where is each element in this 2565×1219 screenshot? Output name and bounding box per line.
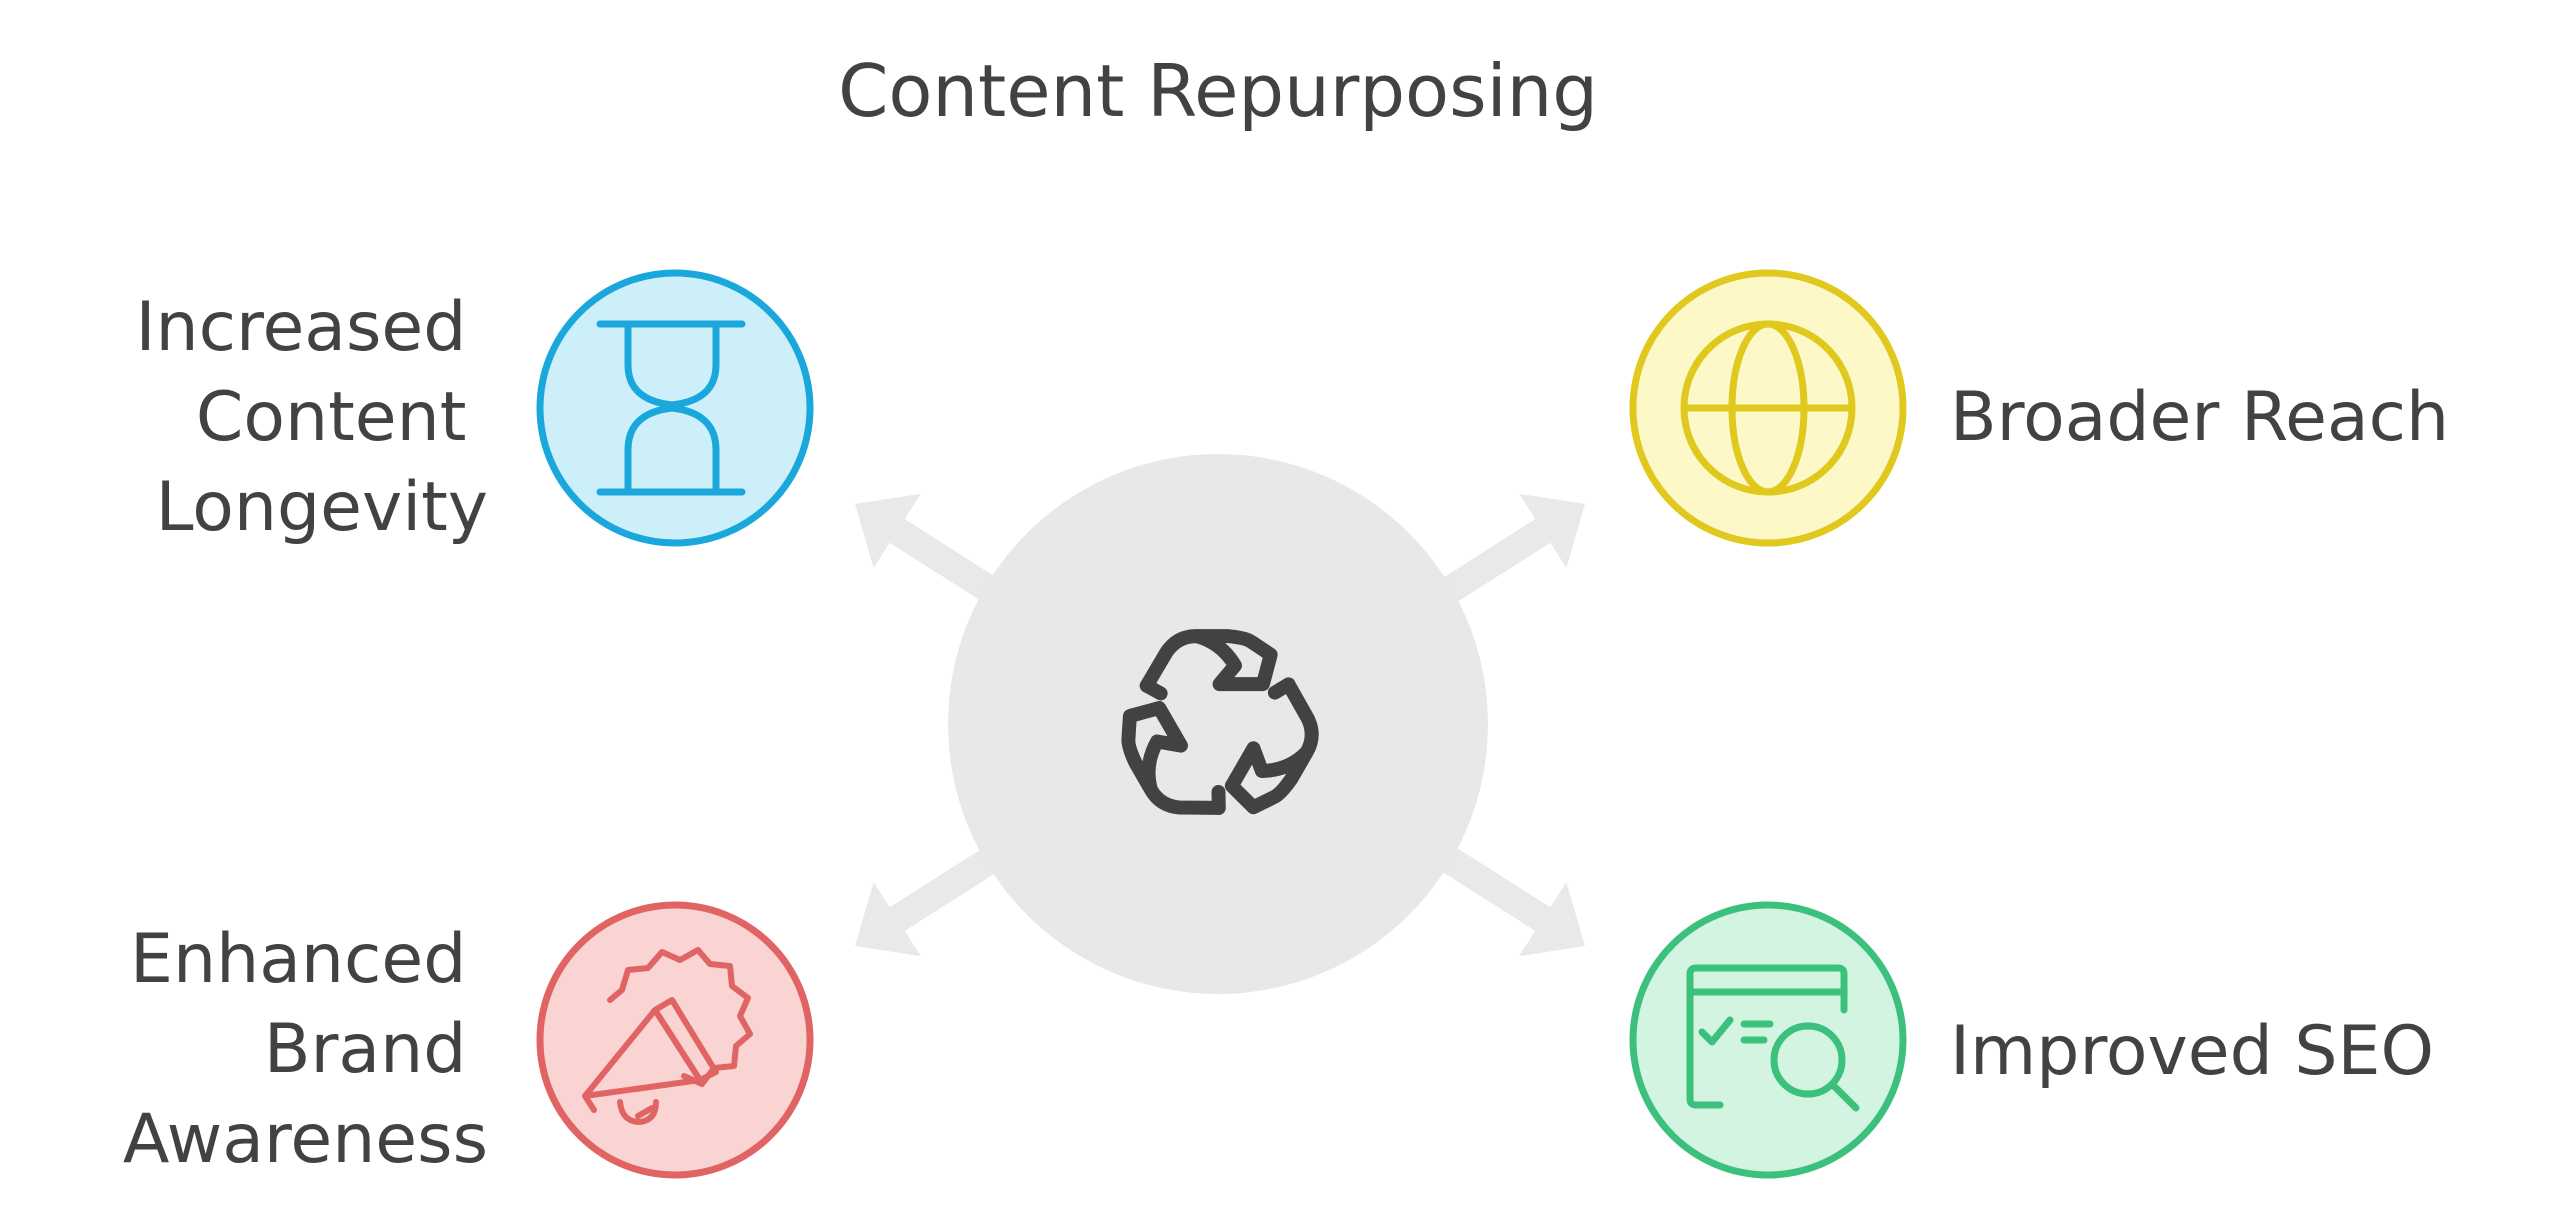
center-circle xyxy=(948,454,1488,994)
arrow-to-longevity xyxy=(855,493,998,602)
hourglass-icon xyxy=(596,320,746,496)
megaphone-icon xyxy=(582,947,753,1125)
globe-icon xyxy=(1680,320,1856,496)
benefit-brand: Enhanced Brand Awareness xyxy=(123,901,814,1179)
arrow-to-seo xyxy=(1442,848,1585,957)
arrow-to-brand xyxy=(855,848,998,957)
benefit-reach: Broader Reach xyxy=(1629,269,2449,547)
longevity-label-line-2: Content xyxy=(196,378,466,457)
brand-label-line-2: Brand xyxy=(264,1010,467,1089)
brand-label: Enhanced Brand Awareness xyxy=(123,920,488,1179)
longevity-label-line-3: Longevity xyxy=(156,468,488,547)
longevity-label-line-1: Increased xyxy=(135,288,466,367)
seo-label: Improved SEO xyxy=(1950,1012,2434,1091)
arrows xyxy=(855,493,1585,957)
benefit-longevity: Increased Content Longevity xyxy=(135,269,814,547)
arrow-to-reach xyxy=(1442,493,1585,602)
seo-circle xyxy=(1629,901,1907,1179)
seo-search-icon xyxy=(1686,964,1860,1112)
recycle-icon xyxy=(1114,629,1332,833)
benefit-seo: Improved SEO xyxy=(1629,901,2434,1179)
diagram-title: Content Repurposing xyxy=(838,49,1598,133)
longevity-label: Increased Content Longevity xyxy=(135,288,488,547)
brand-label-line-3: Awareness xyxy=(123,1100,488,1179)
brand-label-line-1: Enhanced xyxy=(130,920,466,999)
reach-label: Broader Reach xyxy=(1950,378,2449,457)
